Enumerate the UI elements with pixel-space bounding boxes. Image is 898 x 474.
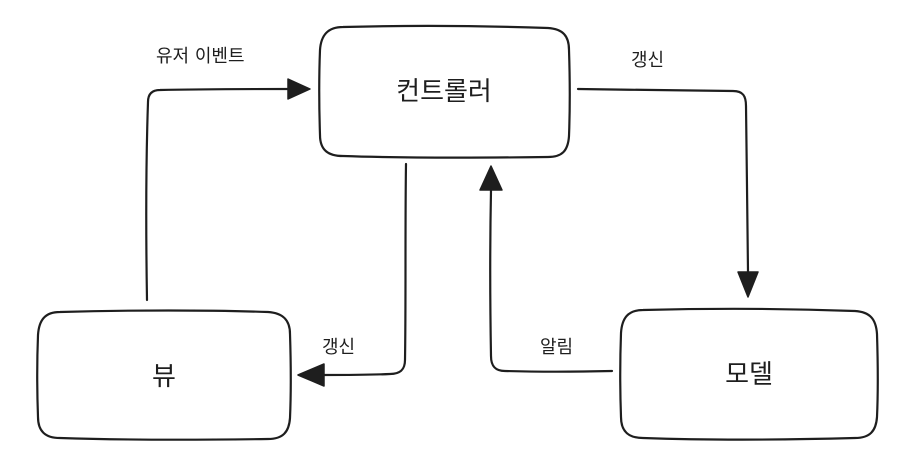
view-node[interactable]: 뷰 (36, 309, 292, 441)
arrowhead-right-icon (287, 78, 311, 100)
model-node[interactable]: 모델 (619, 307, 879, 441)
arrowhead-down-icon (737, 271, 759, 298)
edge-label-update-model: 갱신 (631, 50, 664, 71)
edge-model-to-controller: 알림 (479, 165, 614, 373)
edge-label-notify: 알림 (540, 337, 573, 358)
edge-controller-to-model-line (576, 87, 750, 274)
edge-view-to-controller-line (145, 87, 292, 302)
arrowhead-up-icon (479, 165, 503, 191)
controller-node[interactable]: 컨트롤러 (318, 24, 571, 159)
controller-label: 컨트롤러 (396, 77, 492, 107)
edge-controller-to-view: 갱신 (297, 162, 408, 387)
model-label: 모델 (725, 360, 773, 390)
controller-box (318, 24, 571, 159)
arrowhead-left-icon (297, 363, 325, 387)
view-label: 뷰 (152, 362, 176, 392)
edge-label-update-view: 갱신 (322, 337, 355, 358)
edge-controller-to-view-line (320, 162, 408, 377)
edge-controller-to-model: 갱신 (576, 50, 759, 298)
view-box (36, 309, 292, 441)
edge-label-user-event: 유저 이벤트 (156, 46, 245, 67)
edge-model-to-controller-line (489, 188, 614, 373)
model-box (619, 307, 879, 441)
edge-view-to-controller: 유저 이벤트 (145, 46, 311, 302)
